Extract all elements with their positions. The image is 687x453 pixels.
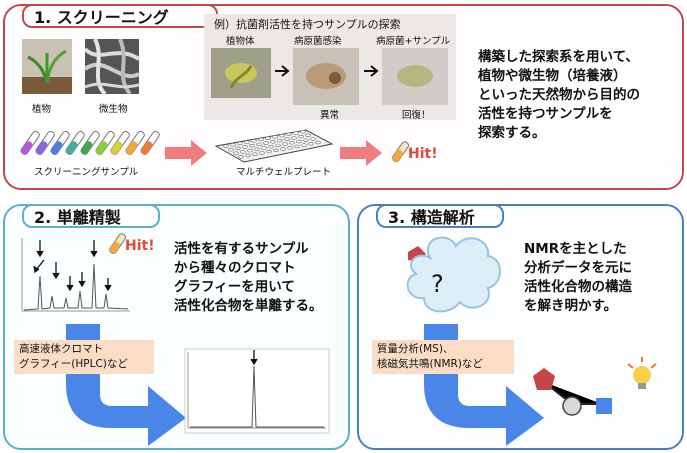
plate-well (235, 146, 241, 150)
chromatogram-multi (21, 238, 130, 312)
plate-well (280, 147, 286, 151)
plate-well (277, 138, 283, 143)
plate-well (310, 137, 316, 141)
unknown-mark: ? (431, 270, 444, 298)
test-tube-icon (392, 141, 410, 162)
sample-tube (20, 130, 40, 155)
plate-well (240, 150, 246, 154)
plate-well (270, 140, 276, 144)
plate-well (273, 148, 279, 152)
example-photo-recovery (382, 48, 448, 105)
example-title: 例）抗菌剤活性を持つサンプルの探索 (214, 18, 401, 31)
sample-tube (95, 130, 115, 155)
plate-well (249, 144, 255, 148)
example-label-sample: 病原菌+サンプル (376, 36, 451, 47)
plate-well (251, 139, 257, 143)
plate-well (237, 141, 243, 146)
purification-description: 活性を有するサンプル から種々のクロマト グラフィーを用いて 活性化合物を単離す… (174, 241, 323, 314)
example-label-plant: 植物体 (226, 36, 255, 47)
hit-label: Hit! (408, 146, 438, 162)
arrow-right-icon (364, 65, 379, 77)
multiwell-plate-icon (214, 129, 334, 163)
plate-well (279, 133, 285, 138)
sample-label: スクリーニングサンプル (34, 167, 139, 178)
structure-analysis-title: 3. 構造解析 (376, 204, 504, 228)
plate-well (315, 140, 321, 145)
unknown-compound-cloud-icon (406, 236, 501, 313)
sample-tube (80, 130, 100, 155)
sample-tube (65, 130, 85, 155)
plate-well (252, 152, 258, 156)
example-photo-plant (211, 48, 271, 98)
sample-tube (110, 130, 130, 155)
plate-well (308, 142, 314, 146)
plate-well (301, 143, 307, 147)
test-tube-icon (109, 233, 127, 254)
recovery-label: 回復！ (402, 110, 431, 121)
plate-well (275, 143, 281, 148)
plate-well (272, 135, 278, 139)
plate-well (256, 142, 262, 147)
lightbulb-icon (627, 357, 657, 389)
red-arrow-icon (165, 140, 207, 166)
plate-well (247, 148, 253, 153)
plate-well (230, 143, 236, 147)
plant-photo (22, 39, 72, 94)
plate-well (233, 151, 239, 155)
purification-title: 2. 単離精製 (22, 204, 160, 228)
plant-label: 植物 (32, 104, 52, 115)
plate-well (286, 132, 292, 136)
plate-well (258, 137, 264, 142)
plate-well (303, 138, 309, 142)
microbe-label: 微生物 (99, 104, 128, 115)
plate-well (294, 144, 300, 149)
plate-well (298, 134, 304, 139)
microbe-photo (85, 39, 139, 94)
ms-nmr-method-label: 質量分析(MS)、 核磁気共鳴(NMR)など (372, 340, 514, 374)
arrow-right-icon (275, 65, 290, 77)
sample-tube (140, 130, 160, 155)
sample-tube (35, 130, 55, 155)
plate-well (293, 131, 299, 135)
plate-well (244, 140, 250, 144)
plate-well (254, 147, 260, 151)
plate-well (284, 137, 290, 141)
sample-tube (125, 130, 145, 155)
example-photo-infection (293, 48, 359, 105)
plate-well (223, 144, 229, 148)
plate-well (245, 153, 251, 158)
determined-structure-icon (533, 368, 612, 416)
plate-well (259, 151, 265, 155)
plate-well (305, 133, 311, 137)
plate-well (261, 146, 267, 150)
hplc-method-label: 高速液体クロマト グラフィー(HPLC)など (14, 340, 154, 374)
plate-well (289, 141, 295, 145)
plate-well (300, 129, 306, 134)
example-label-infection: 病原菌感染 (294, 36, 342, 47)
plate-well (238, 155, 244, 159)
chromatogram-single (184, 348, 330, 434)
plate-well (287, 146, 293, 150)
plate-well (266, 149, 272, 154)
screening-description: 構築した探索系を用いて、 植物や微生物（培養液） といった天然物から目的の 活性… (478, 49, 640, 141)
red-arrow-icon (340, 140, 382, 166)
hit-label-2: Hit! (125, 238, 155, 254)
plate-well (263, 141, 269, 145)
abnormal-label: 異常 (320, 110, 340, 121)
plate-well (228, 147, 234, 152)
sample-tube (50, 130, 70, 155)
plate-well (291, 136, 297, 140)
structure-description: NMRを主とした 分析データを元に 活性化合物の構造 を解き明かす。 (524, 241, 632, 314)
plate-label: マルチウェルプレート (236, 167, 332, 178)
plate-well (282, 142, 288, 146)
plate-well (296, 139, 302, 144)
sample-tubes-icon (20, 130, 160, 155)
plate-well (268, 145, 274, 149)
screening-title: 1. スクリーニング (22, 4, 218, 28)
plate-well (242, 145, 248, 149)
plate-well (265, 136, 271, 140)
